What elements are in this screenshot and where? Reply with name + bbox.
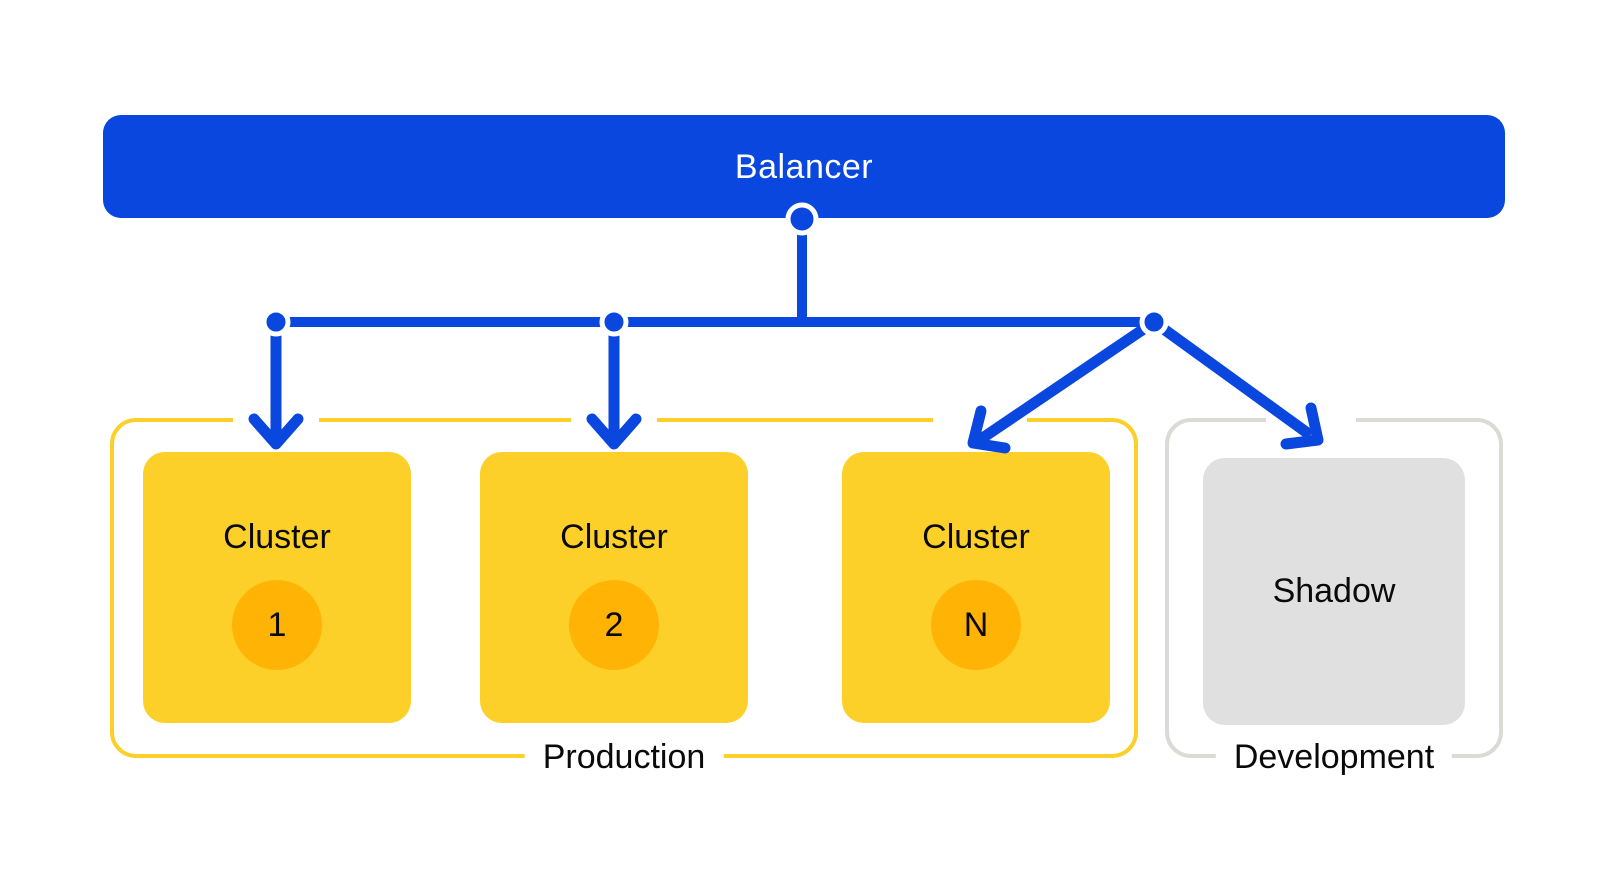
production-label: Production — [524, 736, 724, 778]
cluster-box-2: Cluster 2 — [480, 452, 748, 723]
cluster-2-badge-text: 2 — [604, 605, 624, 644]
cluster-1-badge: 1 — [232, 580, 322, 670]
cluster-2-badge: 2 — [569, 580, 659, 670]
balancer-node: Balancer — [103, 115, 1505, 218]
cluster-3-label: Cluster — [922, 518, 1030, 556]
shadow-box: Shadow — [1203, 458, 1465, 725]
cluster-box-1: Cluster 1 — [143, 452, 411, 723]
junction-dot-1 — [261, 307, 291, 337]
cluster-box-3: Cluster N — [842, 452, 1110, 723]
balancer-label: Balancer — [734, 147, 874, 186]
cluster-1-label: Cluster — [223, 518, 331, 556]
development-group: Shadow Development — [1165, 418, 1503, 778]
cluster-3-badge: N — [931, 580, 1021, 670]
arrow-to-shadow — [1148, 316, 1312, 438]
development-label: Development — [1215, 736, 1453, 778]
production-group: Cluster 1 Cluster 2 Cluster N Production — [110, 418, 1138, 778]
junction-dot-2 — [599, 307, 629, 337]
cluster-1-badge-text: 1 — [267, 605, 287, 644]
shadow-label: Shadow — [1272, 572, 1396, 610]
cluster-3-badge-text: N — [963, 605, 989, 644]
cluster-2-label: Cluster — [560, 518, 668, 556]
junction-dot-3 — [1139, 307, 1169, 337]
